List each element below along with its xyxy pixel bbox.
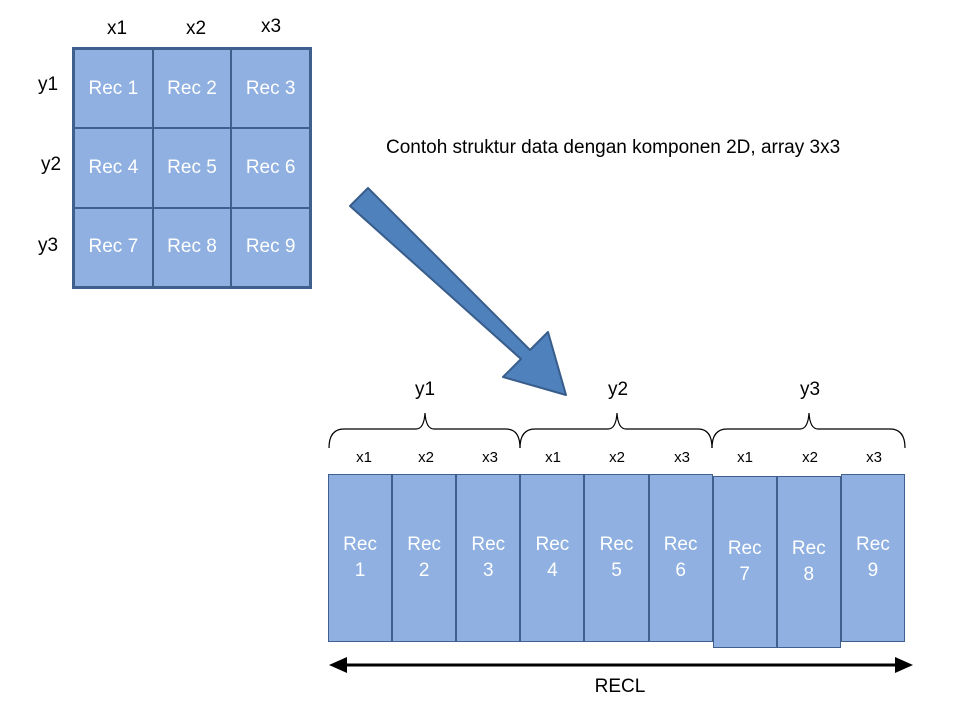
linear-cell-bottom: 7 [739, 564, 750, 585]
linear-sub-label: x3 [482, 449, 498, 466]
linear-cell-rec-5: Rec 5 [584, 474, 649, 642]
grid-cell-rec-7: Rec 7 [74, 207, 153, 287]
linear-group-label-y3: y3 [799, 379, 821, 400]
linear-group-label-y1: y1 [414, 379, 436, 400]
linear-cell-bottom: 2 [418, 560, 430, 581]
linear-cell-top: Rec [535, 534, 570, 556]
linear-cell-rec-8: Rec 8 [776, 476, 841, 648]
grid-cell-rec-6: Rec 6 [231, 128, 310, 208]
linear-cell-bottom: 8 [803, 564, 815, 585]
linear-cell-bottom: 4 [547, 560, 558, 581]
array-grid-3x3: Rec 1 Rec 2 Rec 3 Rec 4 Rec 5 Rec 6 Rec … [72, 47, 312, 289]
grid-col-label-x1: x1 [106, 18, 128, 39]
linear-cell-rec-6: Rec 6 [648, 474, 713, 642]
grid-row-label-y1: y1 [37, 74, 59, 95]
length-arrow-head-left [329, 657, 347, 673]
linear-cell-rec-9: Rec 9 [840, 474, 905, 642]
brace-y3 [711, 412, 906, 449]
linear-cell-rec-2: Rec 2 [392, 474, 457, 642]
linear-sub-label: x1 [545, 449, 561, 466]
linear-sub-label: x2 [418, 449, 434, 466]
grid-cell-rec-4: Rec 4 [74, 128, 153, 208]
grid-row-label-y2: y2 [40, 154, 62, 175]
diagram-caption: Contoh struktur data dengan komponen 2D,… [386, 137, 841, 158]
grid-cell-rec-8: Rec 8 [152, 207, 232, 287]
linear-cell-rec-3: Rec 3 [456, 474, 521, 642]
linear-cell-rec-7: Rec 7 [712, 476, 777, 648]
linear-cell-bottom: 5 [611, 560, 622, 581]
brace-y2 [519, 412, 713, 449]
linear-cell-top: Rec [856, 534, 890, 556]
linear-sub-label: x3 [674, 449, 690, 466]
linear-cell-top: Rec [471, 534, 506, 556]
linear-sub-label: x2 [609, 449, 625, 466]
brace-y1 [328, 412, 521, 449]
grid-col-label-x2: x2 [185, 18, 207, 39]
linear-cell-top: Rec [727, 538, 762, 560]
linear-sub-label: x2 [802, 449, 818, 466]
linear-cell-top: Rec [599, 534, 634, 556]
grid-cell-rec-2: Rec 2 [152, 49, 232, 129]
length-arrow-head-right [895, 657, 913, 673]
grid-cell-rec-3: Rec 3 [231, 49, 310, 129]
linear-sub-label: x3 [866, 449, 882, 466]
linear-cell-rec-4: Rec 4 [520, 474, 585, 642]
linear-cell-bottom: 3 [482, 560, 494, 581]
linear-cell-bottom: 1 [354, 560, 366, 581]
grid-cell-rec-1: Rec 1 [74, 49, 153, 129]
transform-arrow [349, 187, 567, 396]
linear-sub-label: x1 [737, 449, 753, 466]
grid-cell-rec-5: Rec 5 [152, 128, 232, 208]
record-length-label: RECL [594, 676, 646, 697]
linear-cell-top: Rec [407, 534, 442, 556]
grid-col-label-x3: x3 [260, 16, 282, 37]
linear-cell-bottom: 9 [867, 560, 879, 581]
linear-cell-top: Rec [791, 538, 826, 560]
grid-cell-rec-9: Rec 9 [231, 207, 310, 287]
linear-sub-label: x1 [356, 449, 372, 466]
linear-cell-bottom: 6 [675, 560, 686, 581]
grid-row-label-y3: y3 [37, 235, 59, 256]
linear-cell-top: Rec [343, 534, 377, 556]
linear-cell-top: Rec [663, 534, 698, 556]
linear-cell-rec-1: Rec 1 [328, 474, 393, 642]
linear-group-label-y2: y2 [607, 379, 629, 400]
